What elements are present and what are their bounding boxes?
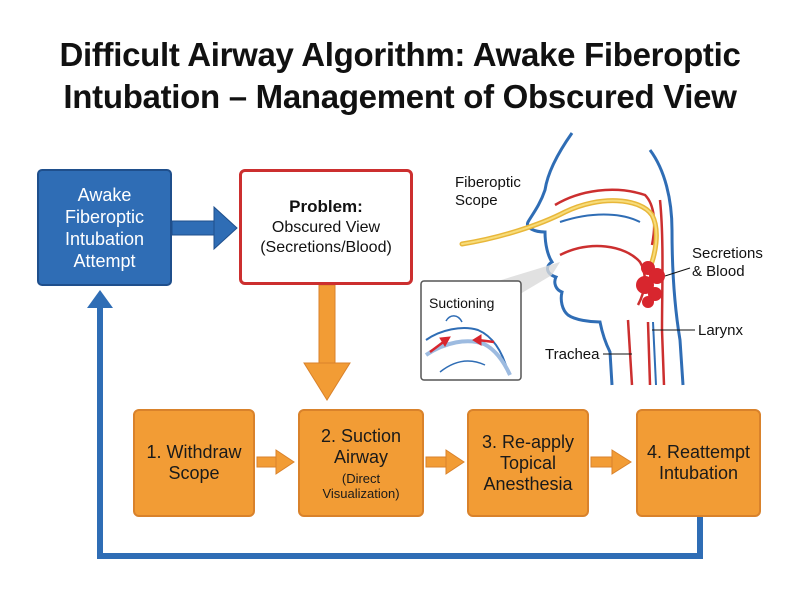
step-withdraw-scope-box: 1. Withdraw Scope (133, 409, 255, 517)
esophagus-outline (652, 321, 657, 386)
start-box-line: Attempt (73, 250, 136, 271)
inset-suction-tube (424, 339, 512, 376)
fiberoptic-scope-label-line: Fiberoptic (455, 174, 521, 191)
palate-outline (559, 213, 641, 223)
inset-tongue (439, 360, 486, 373)
step-line: Anesthesia (483, 473, 573, 494)
problem-line: Obscured View (271, 218, 381, 236)
loop-back-arrow (97, 306, 703, 559)
trachea-outline (626, 319, 652, 386)
secretions-blood-label: Secretions & Blood (692, 245, 763, 281)
step-line: 1. Withdraw (146, 442, 242, 462)
inset-flow-arrows (429, 334, 495, 353)
step-line: 4. Reattempt (646, 442, 751, 462)
step2-to-step3-arrow (425, 449, 465, 475)
fiberoptic-scope (459, 198, 659, 275)
secretions-blood-label-line: Secretions (692, 245, 763, 262)
title-line-1: Difficult Airway Algorithm: Awake Fibero… (59, 36, 741, 73)
secretions-blood-blobs (636, 261, 665, 308)
secretions-leader-line (664, 267, 691, 277)
neck-back-outline (648, 149, 685, 386)
problem-to-step2-arrow (318, 284, 336, 366)
problem-heading: Problem: (289, 196, 363, 216)
title-line-2: Intubation – Management of Obscured View (63, 78, 737, 115)
step-line: Topical (499, 452, 557, 473)
step-line: Airway (333, 446, 388, 467)
problem-obscured-view-box: Problem: Obscured View (Secretions/Blood… (239, 169, 413, 285)
start-to-problem-arrowhead (213, 205, 238, 251)
problem-line: (Secretions/Blood) (260, 238, 392, 256)
loop-back-arrowhead (87, 290, 113, 308)
step-reattempt-intubation-box: 4. Reattempt Intubation (636, 409, 761, 517)
fiberoptic-scope-label: Fiberoptic Scope (455, 174, 521, 210)
step-note-line: (Direct (341, 470, 381, 486)
awake-fiberoptic-intubation-attempt-box: Awake Fiberoptic Intubation Attempt (37, 169, 172, 286)
step-reapply-topical-anesthesia-box: 3. Re-apply Topical Anesthesia (467, 409, 589, 517)
start-box-line: Fiberoptic (64, 206, 145, 227)
inset-airway-outline (425, 327, 509, 373)
fiberoptic-scope-highlight (461, 199, 658, 273)
step-note: (Direct Visualization) (322, 471, 399, 501)
inset-nose (445, 315, 463, 323)
trachea-label: Trachea (545, 346, 600, 363)
step-line: Intubation (658, 463, 739, 483)
step-line: 2. Suction (320, 425, 402, 446)
start-box-line: Awake (77, 184, 132, 205)
larynx-label: Larynx (698, 322, 744, 339)
start-to-problem-arrow (171, 220, 217, 236)
start-box-line: Intubation (64, 228, 145, 249)
problem-to-step2-arrowhead (303, 362, 351, 401)
fiberoptic-scope-label-line: Scope (455, 192, 498, 209)
diagram-title: Difficult Airway Algorithm: Awake Fibero… (0, 34, 800, 118)
tongue-outline (559, 244, 646, 306)
step-line: Scope (168, 463, 220, 483)
suctioning-inset (420, 262, 560, 381)
suctioning-inset-label: Suctioning (429, 295, 495, 311)
step-suction-airway-box: 2. Suction Airway (Direct Visualization) (298, 409, 424, 517)
step1-to-step2-arrow (256, 449, 295, 475)
step3-to-step4-arrow (590, 449, 632, 475)
step-note-line: Visualization) (322, 485, 400, 501)
nasal-cavity-outline (554, 188, 656, 246)
step-line: 3. Re-apply (481, 431, 575, 452)
secretions-blood-label-line: & Blood (692, 263, 745, 280)
